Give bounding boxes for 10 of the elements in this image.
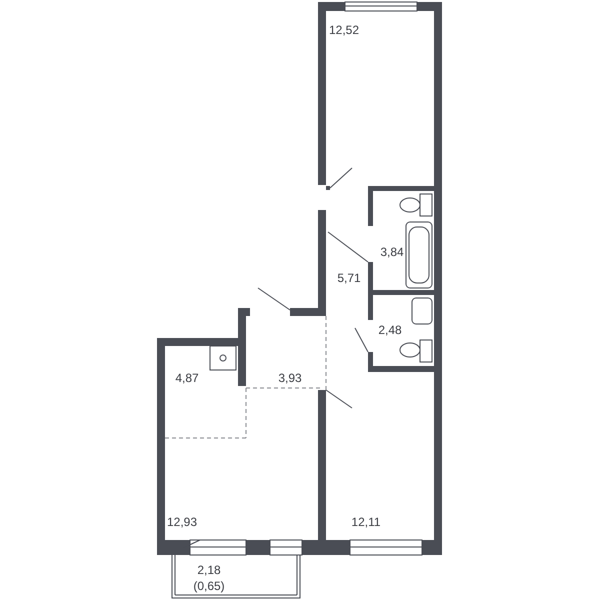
room-area-label: 12,52 (328, 23, 360, 37)
room-area-label: (0,65) (193, 579, 225, 593)
room-area-label: 2,18 (197, 563, 221, 577)
room-area-label: 4,87 (175, 371, 199, 385)
room-area-label: 2,48 (378, 323, 402, 337)
room-area-label: 3,84 (380, 245, 404, 259)
room-area-label: 5,71 (337, 271, 361, 285)
room-area-label: 12,11 (351, 515, 381, 529)
room-area-label: 3,93 (278, 371, 302, 385)
room-area-label: 12,93 (166, 515, 198, 529)
